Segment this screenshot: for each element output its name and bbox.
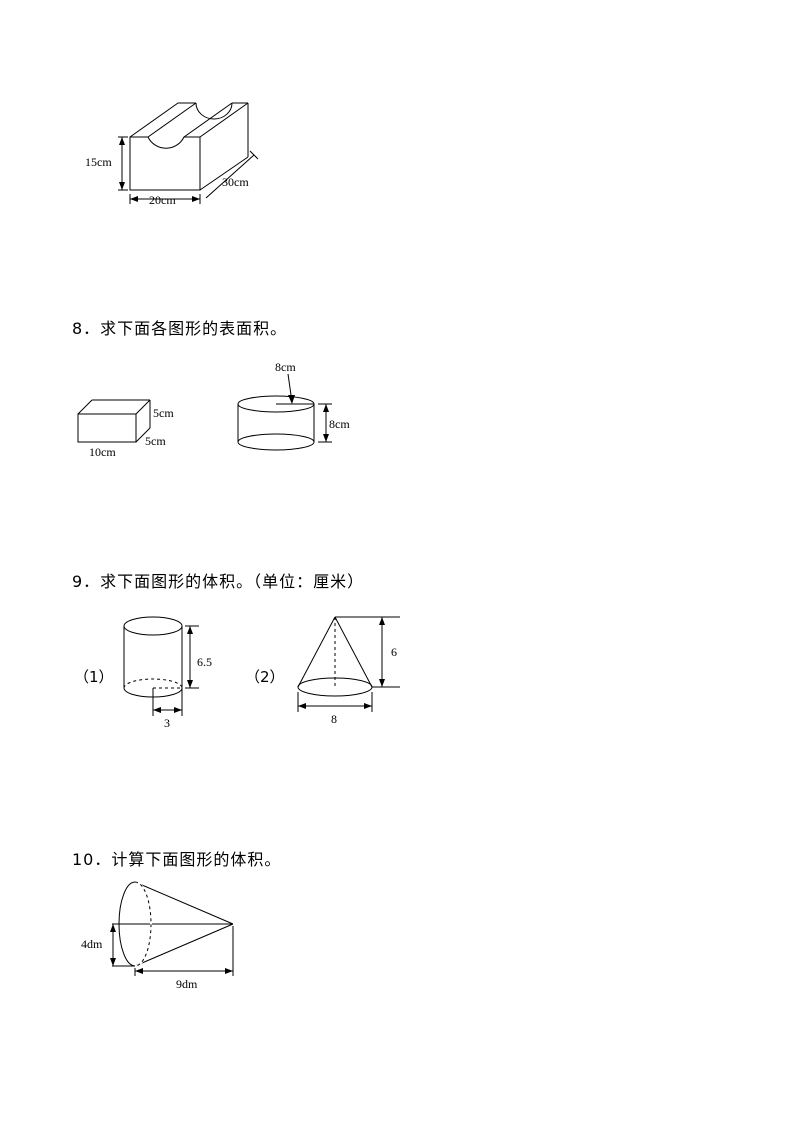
cone-q10-radius-label: 4dm [81, 937, 103, 951]
cylinder-figure-q8: 8cm 8cm [237, 360, 350, 451]
cuboid-length-label: 10cm [89, 445, 116, 459]
cone-q9-height-label: 6 [391, 645, 397, 659]
cylinder-diameter-label: 8cm [275, 360, 296, 374]
question-10-title: 10．计算下面图形的体积。 [72, 850, 282, 869]
question-9-title: 9．求下面图形的体积。（单位：厘米） [72, 572, 365, 591]
block-width-label: 20cm [149, 193, 176, 207]
lying-cone-figure: 4dm 9dm [81, 881, 234, 991]
cuboid-height-label: 5cm [153, 406, 174, 420]
cone-q10-height-label: 9dm [176, 977, 198, 991]
question-9-part-2-label: （2） [245, 668, 285, 686]
question-8-title: 8．求下面各图形的表面积。 [72, 319, 288, 338]
question-9-part-1-label: （1） [74, 668, 114, 686]
grooved-block-figure: 15cm 20cm 30cm [85, 102, 259, 207]
cylinder-q9-radius-label: 3 [164, 716, 170, 730]
block-depth-label: 30cm [222, 175, 249, 189]
cylinder-height-label: 8cm [329, 417, 350, 431]
cuboid-figure: 5cm 5cm 10cm [77, 399, 174, 459]
cone-figure-q9: 6 8 [297, 616, 400, 726]
cylinder-figure-q9: 6.5 3 [123, 616, 212, 730]
cuboid-depth-label: 5cm [145, 434, 166, 448]
cone-q9-diameter-label: 8 [331, 712, 337, 726]
cylinder-q9-height-label: 6.5 [197, 655, 212, 669]
block-height-label: 15cm [85, 155, 112, 169]
